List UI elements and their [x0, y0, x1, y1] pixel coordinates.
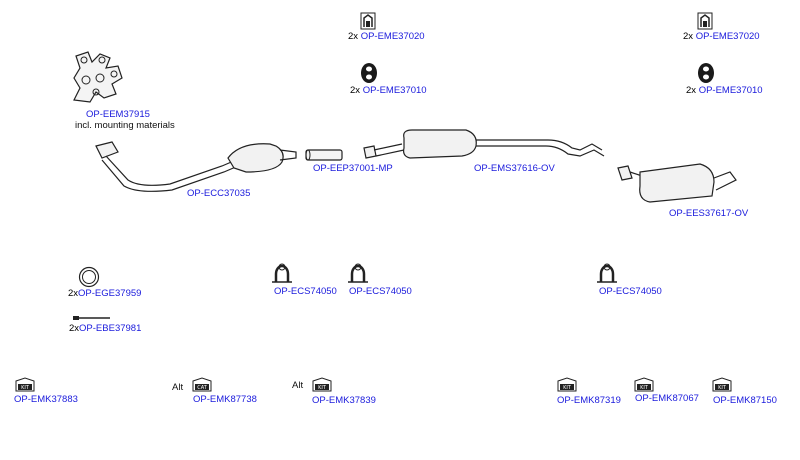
hanger-1-part-code[interactable]: OP-EME37020: [360, 31, 425, 42]
rear-silencer-part-code[interactable]: OP-EES37617-OV: [669, 208, 749, 219]
gasket-icon[interactable]: [78, 266, 100, 288]
rubber-mount-1-icon[interactable]: [360, 62, 378, 84]
clamp-2-part-code[interactable]: OP-ECS74050: [349, 286, 412, 297]
pipe-part-code[interactable]: OP-EEP37001-MP: [313, 163, 393, 174]
rubber-2-label: 2x OP-EME37010: [686, 85, 763, 96]
hanger-1-icon[interactable]: [360, 12, 376, 30]
kit-2-part-code[interactable]: OP-EMK87738: [193, 394, 257, 405]
kit-box-icon[interactable]: KIT: [711, 377, 733, 393]
manifold-part-code[interactable]: OP-EEM37915: [86, 109, 150, 120]
manifold-note: incl. mounting materials: [75, 120, 175, 131]
catalyst-part-code[interactable]: OP-ECC37035: [187, 188, 251, 199]
rubber-1-label: 2x OP-EME37010: [350, 85, 427, 96]
kit-5-badge: KIT: [640, 385, 649, 391]
clamp-1-part-code[interactable]: OP-ECS74050: [274, 286, 337, 297]
rubber-2-part-code[interactable]: OP-EME37010: [698, 85, 763, 96]
hanger-2-part-code[interactable]: OP-EME37020: [695, 31, 760, 42]
kit-3-alt-label: Alt: [292, 380, 304, 391]
hanger-2-icon[interactable]: [697, 12, 713, 30]
intermediate-pipe-image[interactable]: [305, 148, 345, 162]
gasket-part-code[interactable]: OP-EGE37959: [78, 288, 142, 299]
kit-6-part-code[interactable]: OP-EMK87150: [713, 395, 777, 406]
clamp-3-part-code[interactable]: OP-ECS74050: [599, 286, 662, 297]
hanger-1-label: 2x OP-EME37020: [348, 31, 425, 42]
kit-1-badge: KIT: [21, 385, 30, 391]
clamp-2-icon[interactable]: [346, 262, 370, 284]
bolt-part-code[interactable]: OP-EBE37981: [79, 323, 142, 334]
kit-box-icon[interactable]: KIT: [556, 377, 578, 393]
exhaust-manifold-image[interactable]: [66, 48, 126, 108]
kit-4-part-code[interactable]: OP-EMK87319: [557, 395, 621, 406]
kit-6-badge: KIT: [718, 385, 727, 391]
kit-box-icon[interactable]: KIT: [633, 377, 655, 393]
hanger-2-label: 2x OP-EME37020: [683, 31, 760, 42]
gasket-label: 2xOP-EGE37959: [68, 288, 142, 299]
clamp-3-icon[interactable]: [595, 262, 619, 284]
kit-1-part-code[interactable]: OP-EMK37883: [14, 394, 78, 405]
kit-5-part-code[interactable]: OP-EMK87067: [635, 393, 699, 404]
rubber-1-part-code[interactable]: OP-EME37010: [362, 85, 427, 96]
kit-box-icon[interactable]: KIT: [311, 377, 333, 393]
bolt-label: 2xOP-EBE37981: [69, 323, 142, 334]
cat-box-icon[interactable]: CAT: [191, 377, 213, 393]
kit-4-badge: KIT: [563, 385, 572, 391]
middle-silencer-part-code[interactable]: OP-EMS37616-OV: [474, 163, 555, 174]
rubber-mount-2-icon[interactable]: [697, 62, 715, 84]
kit-2-alt-label: Alt: [172, 382, 184, 393]
clamp-1-icon[interactable]: [270, 262, 294, 284]
kit-2-badge: CAT: [197, 385, 208, 391]
bolt-icon[interactable]: [72, 314, 112, 322]
kit-box-icon[interactable]: KIT: [14, 377, 36, 393]
kit-3-badge: KIT: [318, 385, 327, 391]
kit-3-part-code[interactable]: OP-EMK37839: [312, 395, 376, 406]
